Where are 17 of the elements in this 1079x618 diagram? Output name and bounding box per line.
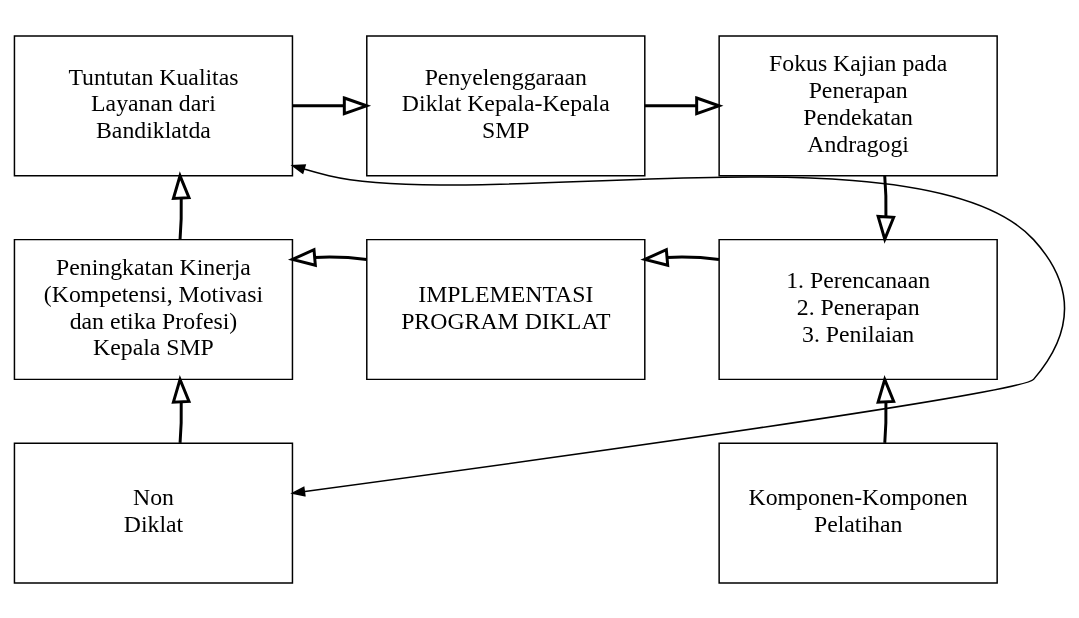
arrow	[287, 247, 367, 267]
arrow	[171, 170, 192, 239]
arrow	[644, 95, 724, 116]
arrow	[171, 374, 192, 443]
node-box: 1. Perencanaan 2. Penerapan 3. Penilaian	[718, 238, 998, 380]
arrow	[876, 374, 896, 443]
node-box: Non Diklat	[13, 442, 294, 584]
node-box: Komponen-Komponen Pelatihan	[718, 442, 998, 584]
arrow	[640, 247, 720, 267]
node-box: Tuntutan Kualitas Layanan dari Bandiklatda	[13, 34, 294, 176]
node-box: Fokus Kajian pada Penerapan Pendekatan Andragogi	[718, 34, 998, 176]
node-box: IMPLEMENTASI PROGRAM DIKLAT	[366, 238, 646, 380]
arrow	[290, 163, 1066, 497]
node-box: Penyelenggaraan Diklat Kepala-Kepala SMP	[366, 34, 646, 176]
arrow	[292, 95, 372, 116]
arrow	[876, 175, 896, 244]
node-box: Peningkatan Kinerja (Kompetensi, Motivasi dan etika Profesi) Kepala SMP	[13, 238, 294, 380]
